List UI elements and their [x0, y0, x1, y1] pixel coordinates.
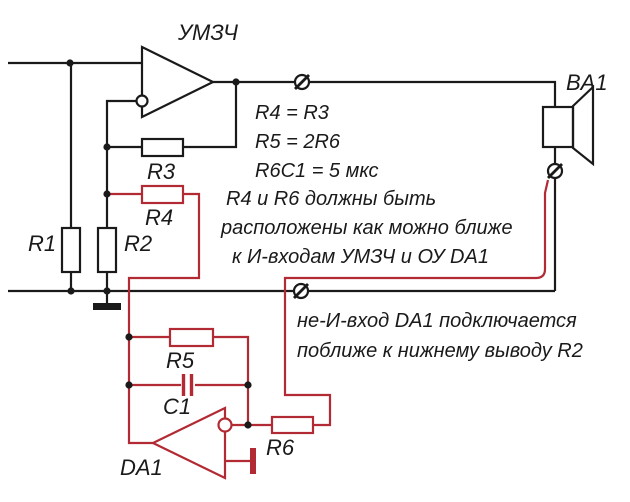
annotation-eq3: R6C1 = 5 мкс: [255, 160, 379, 182]
umzch-inverting-bubble: [135, 94, 149, 108]
ground-symbol: [93, 303, 121, 310]
resistor-r5: [168, 327, 215, 348]
wire-r5: [129, 335, 250, 425]
terminal-slash: [294, 74, 310, 90]
opamp-da1-triangle: [150, 406, 227, 480]
label-r4: R4: [145, 205, 173, 230]
junction-dot: [103, 143, 111, 151]
label-r3: R3: [147, 159, 176, 184]
annotation-eq2: R5 = 2R6: [255, 131, 341, 153]
label-r6: R6: [266, 435, 295, 460]
annotation-note1-line2: расположены как можно ближе: [220, 217, 513, 239]
label-r2: R2: [124, 231, 152, 256]
junction-dot: [103, 287, 111, 295]
terminal-output-wire: [293, 73, 311, 91]
terminal-slash: [293, 283, 309, 299]
junction-dot: [244, 421, 252, 429]
junction-dot: [66, 59, 74, 67]
label-ba1: BA1: [566, 70, 608, 95]
label-r1: R1: [28, 231, 56, 256]
label-da1: DA1: [120, 455, 163, 480]
annotation-note2-line2: поближе к нижнему выводу R2: [297, 340, 583, 362]
terminal-speaker-return: [546, 162, 564, 180]
terminal-slash: [547, 163, 563, 179]
resistor-r4: [140, 184, 185, 205]
annotation-note1-line1: R4 и R6 должны быть: [226, 188, 436, 210]
wire-speaker-sense-to-r6: [283, 179, 550, 427]
annotation-eq1: R4 = R3: [255, 102, 329, 124]
annotation-note2-line1: не-И-вход DA1 подключается: [297, 310, 577, 332]
junction-dot: [232, 78, 240, 86]
speaker-ba1-cone: [571, 84, 595, 167]
annotation-note1-line3: к И-входам УМЗЧ и ОУ DA1: [232, 246, 489, 268]
junction-dot: [67, 287, 75, 295]
capacitor-c1: [181, 374, 194, 396]
umzch-amp-triangle: [140, 45, 216, 119]
speaker-ba1-body: [541, 105, 575, 149]
label-umzch: УМЗЧ: [177, 20, 238, 45]
resistor-r3: [140, 137, 185, 158]
resistor-r2: [96, 226, 118, 274]
wire-r3: [107, 82, 238, 149]
resistor-r6: [270, 415, 315, 435]
junction-dot: [125, 381, 133, 389]
junction-dot: [244, 381, 252, 389]
da1-inverting-bubble: [217, 417, 233, 433]
wire-r4-to-da1-output: [127, 192, 201, 445]
junction-dot: [125, 333, 133, 341]
wire-output: [213, 80, 557, 107]
da1-common-terminal: [250, 448, 256, 474]
resistor-r1: [60, 226, 82, 274]
label-c1: C1: [163, 394, 191, 419]
terminal-ground-bus: [292, 282, 310, 300]
label-r5: R5: [166, 348, 195, 373]
junction-dot: [103, 190, 111, 198]
